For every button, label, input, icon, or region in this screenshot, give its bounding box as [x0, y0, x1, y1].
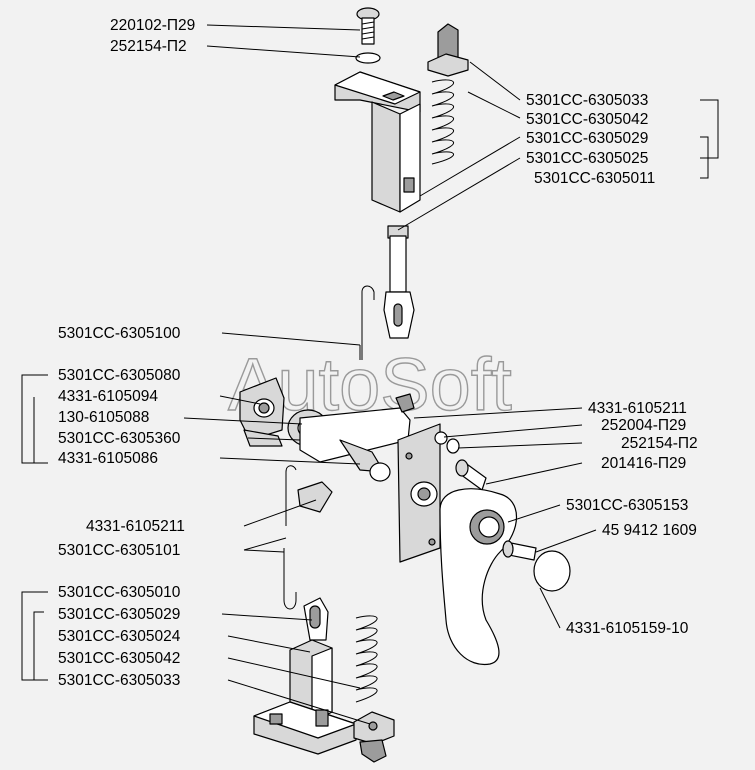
part-label: 5301СС-6305080 — [58, 367, 181, 384]
part-label: 5301СС-6305153 — [566, 497, 688, 514]
part-label: 5301СС-6305033 — [58, 672, 180, 689]
parts-drawing — [239, 7, 571, 763]
part-label: 252154-П2 — [110, 38, 187, 55]
lower-wire-rod-top — [285, 465, 297, 526]
part-label: 5301СС-6305025 — [526, 150, 648, 167]
part-label: 45 9412 1609 — [602, 522, 697, 539]
part-label: 5301СС-6305033 — [526, 92, 648, 109]
part-label: 252154-П2 — [621, 435, 698, 452]
part-label: 5301СС-6305011 — [534, 170, 655, 187]
lower-wire-rod — [283, 548, 297, 610]
part-label: 4331-6105211 — [86, 518, 185, 535]
top-screw — [356, 7, 380, 45]
lower-bracket — [253, 639, 357, 755]
lock-lever — [299, 393, 415, 482]
upper-wire-rod — [361, 285, 375, 360]
part-label: 4331-6105211 — [588, 400, 687, 417]
part-label: 5301СС-6305101 — [58, 542, 180, 559]
upper-latch — [427, 23, 469, 165]
part-label: 252004-П29 — [601, 417, 686, 434]
part-label: 5301СС-6305029 — [526, 130, 648, 147]
part-label: 5301СС-6305029 — [58, 606, 180, 623]
mounting-plate — [397, 423, 441, 563]
lower-rod — [303, 597, 329, 641]
lower-latch — [353, 711, 395, 763]
handle-cap — [533, 550, 571, 592]
part-label: 5301СС-6305100 — [58, 325, 181, 342]
part-label: 4331-6105094 — [58, 388, 158, 405]
part-label: 130-6105088 — [58, 409, 149, 426]
part-label: 4331-6105159-10 — [566, 620, 689, 637]
part-label: 5301СС-6305010 — [58, 584, 181, 601]
upper-rod — [383, 225, 415, 339]
leader-lines — [21, 24, 719, 725]
part-label: 5301СС-6305042 — [526, 111, 648, 128]
right-fasteners — [434, 431, 487, 491]
part-number-labels: 220102-П29 252154-П2 5301СС-6305033 5301… — [58, 17, 698, 689]
top-washer — [355, 52, 381, 64]
part-label: 5301СС-6305360 — [58, 430, 181, 447]
part-label: 201416-П29 — [601, 455, 686, 472]
handle-screw — [502, 540, 537, 561]
lower-spring — [355, 615, 378, 703]
part-label: 4331-6105086 — [58, 450, 158, 467]
part-label: 5301СС-6305024 — [58, 628, 181, 645]
lock-plate — [239, 377, 285, 447]
upper-bracket — [334, 71, 421, 213]
part-label: 220102-П29 — [110, 17, 195, 34]
door-handle — [439, 488, 518, 666]
part-label: 5301СС-6305042 — [58, 650, 180, 667]
lower-lever — [297, 481, 333, 513]
